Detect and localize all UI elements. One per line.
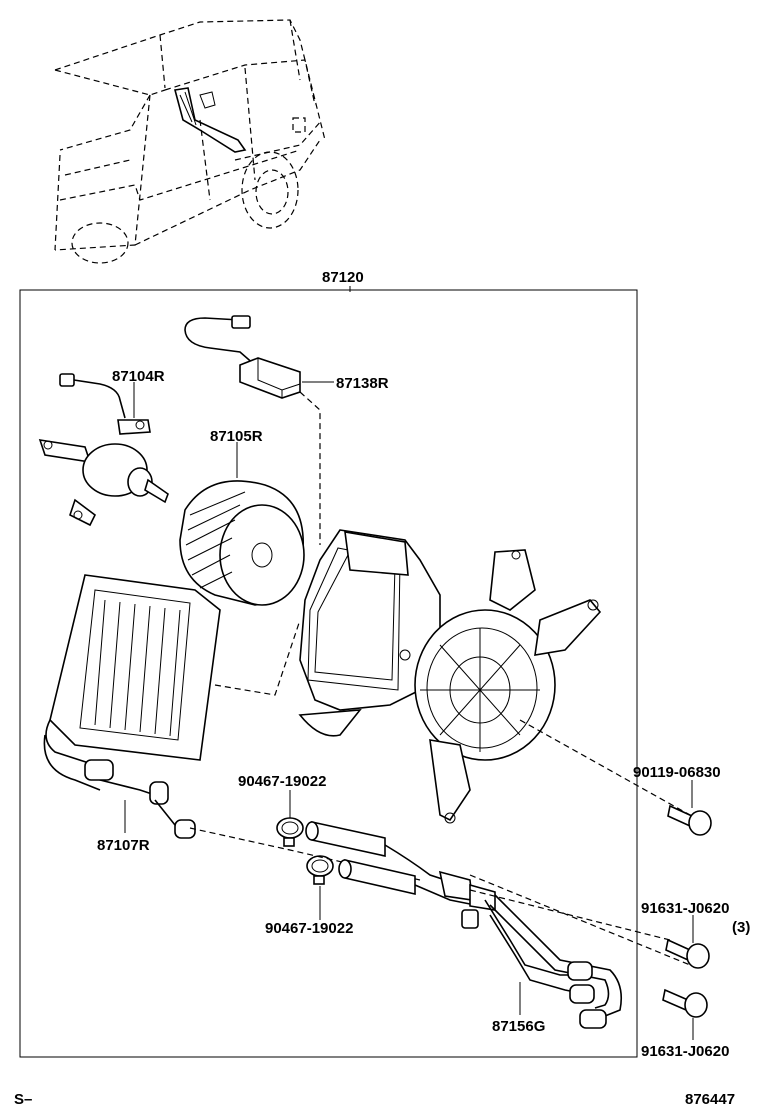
- vehicle-illustration: [54, 19, 326, 264]
- switch-label: 87138R: [336, 375, 389, 392]
- assembly-box: [19, 289, 638, 1058]
- hose-part: [305, 821, 623, 1029]
- diagram-code: 876447: [685, 1091, 735, 1108]
- bolt-part: [667, 804, 712, 836]
- resistor-label: 87104R: [112, 368, 165, 385]
- bolt-label: 90119-06830: [633, 764, 721, 781]
- heater-core-part: [43, 574, 221, 839]
- switch-part: [184, 315, 301, 399]
- bolt-right-lower-label: 91631-J0620: [641, 1043, 729, 1060]
- resistor-part: [38, 373, 169, 527]
- motor-label: 87105R: [210, 428, 263, 445]
- hose-label: 87156G: [492, 1018, 545, 1035]
- bolt-right-lower-part: [662, 988, 708, 1018]
- blower-case-part: [298, 529, 602, 824]
- blower-motor-part: [179, 480, 305, 606]
- clamp-upper-part: [276, 817, 304, 847]
- footer-left: S–: [14, 1091, 32, 1108]
- clamp-upper-label: 90467-19022: [238, 773, 326, 790]
- bolt-right-upper-label: 91631-J0620: [641, 900, 729, 917]
- clamp-lower-label: 90467-19022: [265, 920, 353, 937]
- clamp-lower-part: [306, 855, 334, 885]
- bolt-right-upper-part: [665, 938, 710, 969]
- assembly-label: 87120: [322, 269, 364, 286]
- bolt-right-upper-qty: (3): [732, 919, 750, 936]
- heater-core-label: 87107R: [97, 837, 150, 854]
